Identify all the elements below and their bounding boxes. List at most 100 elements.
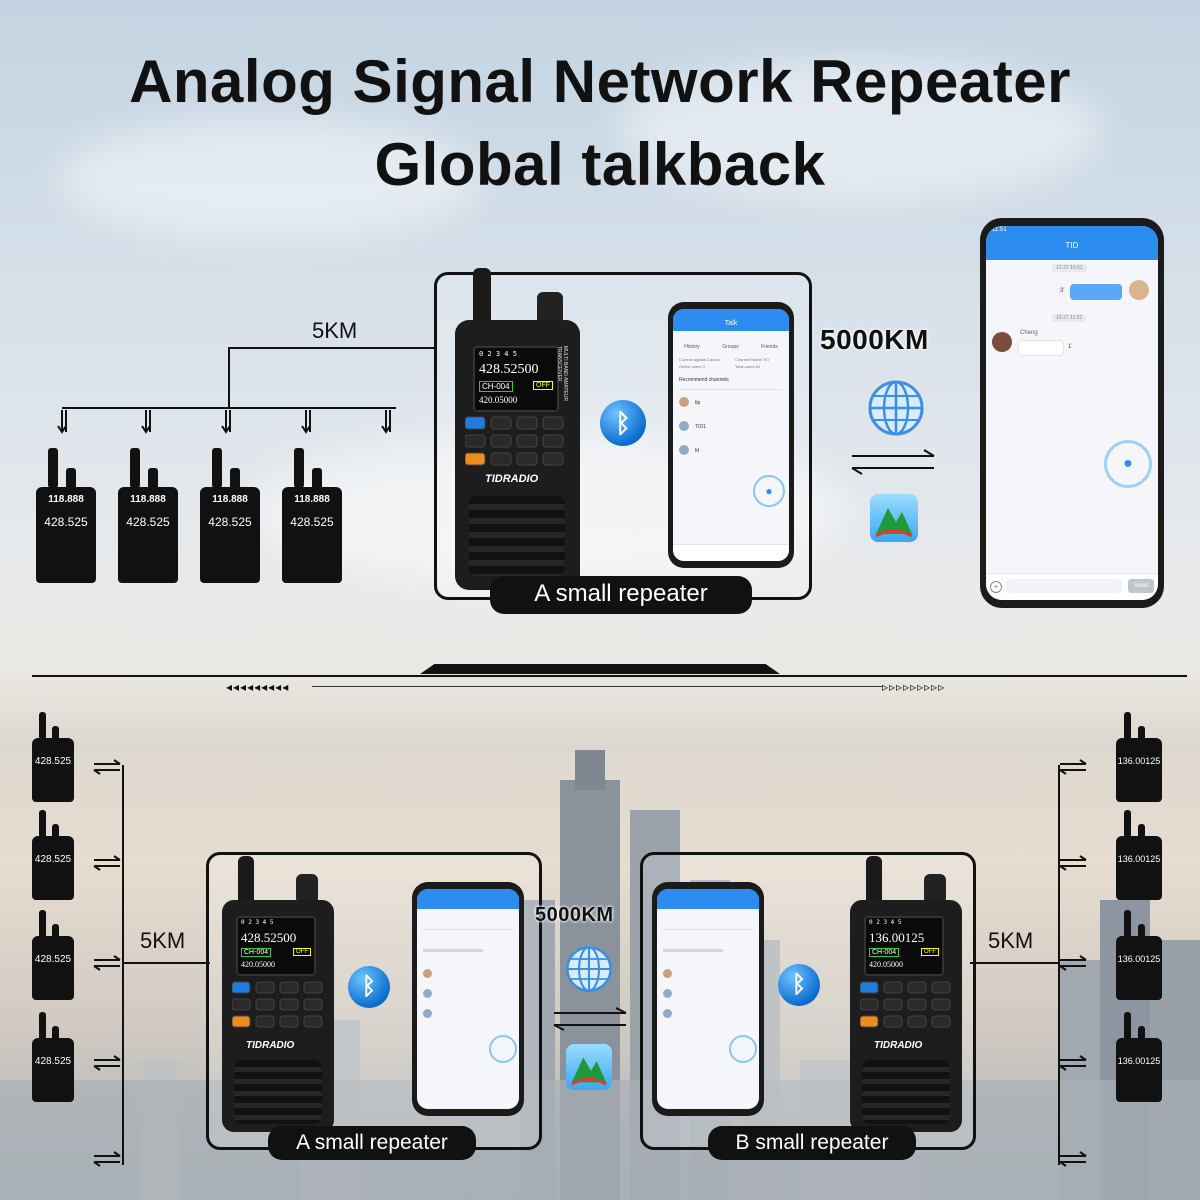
- radio-silhouette: 118.888 428.525: [282, 448, 342, 583]
- radio-freq-top: 118.888: [48, 494, 84, 505]
- radio-silhouette: 136.00125: [1116, 1012, 1162, 1102]
- connector-line: [228, 347, 230, 409]
- walkie-brand: TIDRADIO: [485, 473, 539, 485]
- large-phone: 11:51 TID 12-27 10:51 3' 12-27 11:01 Che…: [980, 218, 1164, 608]
- microphone-icon[interactable]: ●: [1104, 440, 1152, 488]
- small-phone: Talk History Groups Friends Current sign…: [668, 302, 794, 568]
- radio-freq-bottom: 428.525: [290, 515, 334, 529]
- transfer-arrows-icon: [93, 759, 121, 1167]
- divider-accent: [420, 664, 780, 674]
- walkie-sub-freq: 420.05000: [869, 960, 903, 969]
- repeater-caption-b: B small repeater: [708, 1126, 916, 1160]
- radio-freq-bottom: 428.525: [208, 515, 252, 529]
- radio-freq: 428.525: [34, 954, 72, 965]
- message-duration: 1': [1068, 344, 1073, 350]
- message-duration: 3': [1060, 288, 1065, 294]
- radio-freq-bottom: 428.525: [44, 515, 88, 529]
- avatar: [992, 332, 1012, 352]
- radio-silhouette: 118.888 428.525: [36, 448, 96, 583]
- walkie-freq: 428.52500: [479, 362, 539, 377]
- divider-line: [312, 686, 882, 687]
- radio-freq: 136.00125: [1117, 1056, 1161, 1066]
- list-item[interactable]: TID1: [695, 424, 706, 430]
- walkie-brand: TIDRADIO: [874, 1040, 923, 1051]
- radio-silhouette: 118.888 428.525: [118, 448, 178, 583]
- walkie-channel: CH-004: [241, 948, 272, 957]
- radio-freq-bottom: 428.525: [126, 515, 170, 529]
- app-logo-icon: [566, 1044, 612, 1090]
- connector-line: [62, 407, 396, 409]
- globe-icon: [566, 946, 612, 992]
- connector-line: [228, 347, 435, 349]
- info-text: Channel Name TID: [735, 357, 770, 362]
- title-line-1: Analog Signal Network Repeater: [129, 48, 1071, 115]
- send-button[interactable]: Send: [1128, 579, 1154, 593]
- app-title: Talk: [673, 309, 789, 331]
- walkie-status: OFF: [293, 948, 311, 956]
- radio-freq: 428.525: [34, 854, 72, 865]
- walkie-status: OFF: [533, 381, 553, 390]
- connector-line: [970, 962, 1060, 964]
- walkie-keypad: [860, 981, 951, 1028]
- section-divider: [32, 675, 1187, 677]
- small-phone-b: [652, 882, 764, 1116]
- walkie-talkie: 0 2 3 4 5 428.52500 CH-004 OFF 420.05000…: [455, 268, 580, 590]
- walkie-status: OFF: [921, 948, 939, 956]
- avatar: [1129, 280, 1149, 300]
- sender-name: Cheng: [1020, 330, 1038, 336]
- walkie-talkie-b: 0 2 3 4 5 136.00125 CH-004 OFF 420.05000…: [850, 856, 962, 1132]
- info-text: Total users 64: [735, 364, 760, 369]
- walkie-channel: CH-004: [479, 381, 513, 392]
- voice-message-bubble[interactable]: [1018, 340, 1064, 356]
- distance-label-5km: 5KM: [312, 318, 358, 343]
- app-title: TID: [986, 226, 1158, 260]
- connector-line: [1058, 765, 1060, 1165]
- walkie-freq: 428.52500: [241, 930, 297, 945]
- bluetooth-icon: ᛒ: [348, 966, 390, 1008]
- walkie-talkie-a: 0 2 3 4 5 428.52500 CH-004 OFF 420.05000…: [222, 856, 334, 1132]
- bluetooth-icon: ᛒ: [600, 400, 646, 446]
- microphone-icon[interactable]: ●: [753, 475, 785, 507]
- connector-line: [122, 765, 124, 1165]
- tab-history[interactable]: History: [684, 344, 700, 350]
- cloud: [60, 120, 480, 240]
- microphone-icon[interactable]: [729, 1035, 757, 1063]
- distance-label-5000km: 5000KM: [820, 324, 929, 355]
- transfer-arrows-icon: [851, 449, 935, 475]
- radio-freq: 428.525: [34, 756, 72, 767]
- radio-freq-top: 118.888: [130, 494, 166, 505]
- distance-label-5000km: 5000KM: [535, 904, 614, 926]
- radio-silhouette: 136.00125: [1116, 910, 1162, 1000]
- voice-message-bubble[interactable]: [1070, 284, 1122, 300]
- add-icon[interactable]: +: [990, 581, 1002, 593]
- walkie-keypad: [465, 416, 564, 466]
- cloud: [620, 60, 1100, 200]
- radio-silhouette: 118.888 428.525: [200, 448, 260, 583]
- radio-silhouette: 428.525: [32, 712, 74, 802]
- transfer-arrows-icon: [57, 410, 391, 434]
- radio-freq: 136.00125: [1117, 954, 1161, 964]
- walkie-sub-freq: 420.05000: [479, 395, 518, 405]
- small-phone-a: [412, 882, 524, 1116]
- bluetooth-icon: ᛒ: [778, 964, 820, 1006]
- list-item[interactable]: fd: [695, 448, 700, 454]
- tab-groups[interactable]: Groups: [722, 344, 739, 350]
- distance-label-5km-right: 5KM: [988, 928, 1034, 953]
- distance-label-5km-left: 5KM: [140, 928, 186, 953]
- tab-friends[interactable]: Friends: [761, 344, 778, 350]
- app-logo-icon: [870, 494, 918, 542]
- title-line-2: Global talkback: [374, 131, 826, 198]
- radio-silhouette: 136.00125: [1116, 810, 1162, 900]
- microphone-icon[interactable]: [489, 1035, 517, 1063]
- arrow-decoration: ◂◂◂◂◂◂◂◂◂: [226, 680, 290, 694]
- transfer-arrows-icon: [1059, 759, 1087, 1167]
- walkie-freq: 136.00125: [869, 930, 925, 945]
- walkie-side-text: MULTI BAND AMATEUR TRANSCEIVER: [556, 346, 568, 402]
- timestamp: 12-27 10:51: [1052, 264, 1087, 272]
- message-input[interactable]: [1006, 579, 1122, 593]
- walkie-brand: TIDRADIO: [246, 1040, 295, 1051]
- section-title: Recommend channels: [679, 377, 729, 383]
- info-text: Current signals Casual: [679, 357, 720, 362]
- list-item[interactable]: tip: [695, 400, 701, 406]
